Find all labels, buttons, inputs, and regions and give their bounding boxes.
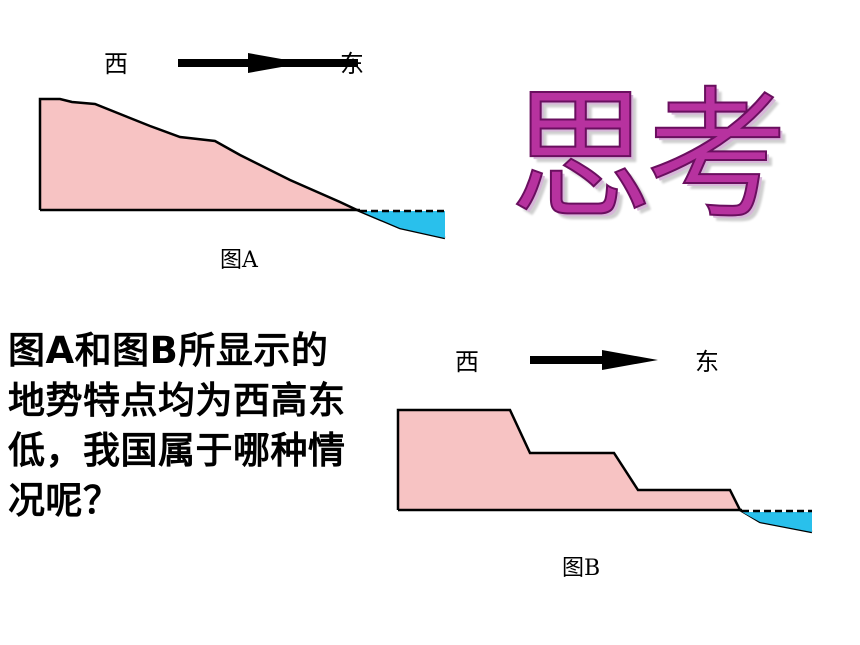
figure-a-caption: 图A	[220, 248, 258, 273]
figure-b-land	[398, 410, 740, 510]
figure-b-east-label: 东	[695, 348, 719, 376]
figure-a-west-label: 西	[104, 50, 128, 78]
figure-a-east-label: 东	[340, 50, 364, 78]
figure-b-caption: 图B	[562, 556, 601, 581]
figure-a-land-outline	[38, 97, 446, 240]
figure-b-direction-arrow-head	[602, 350, 658, 370]
figure-a-sea	[360, 211, 445, 238]
figure-a-land	[40, 99, 357, 210]
figure-b-west-label: 西	[455, 348, 479, 376]
figure-a-direction-arrow-head	[248, 53, 304, 73]
figure-b-sea	[742, 512, 812, 532]
figure-b-direction-arrow-shaft	[530, 356, 630, 364]
question-text: 图A和图B所显示的地势特点均为西高东低，我国属于哪种情况呢？	[8, 329, 346, 522]
slide-title: 思考	[509, 73, 789, 240]
